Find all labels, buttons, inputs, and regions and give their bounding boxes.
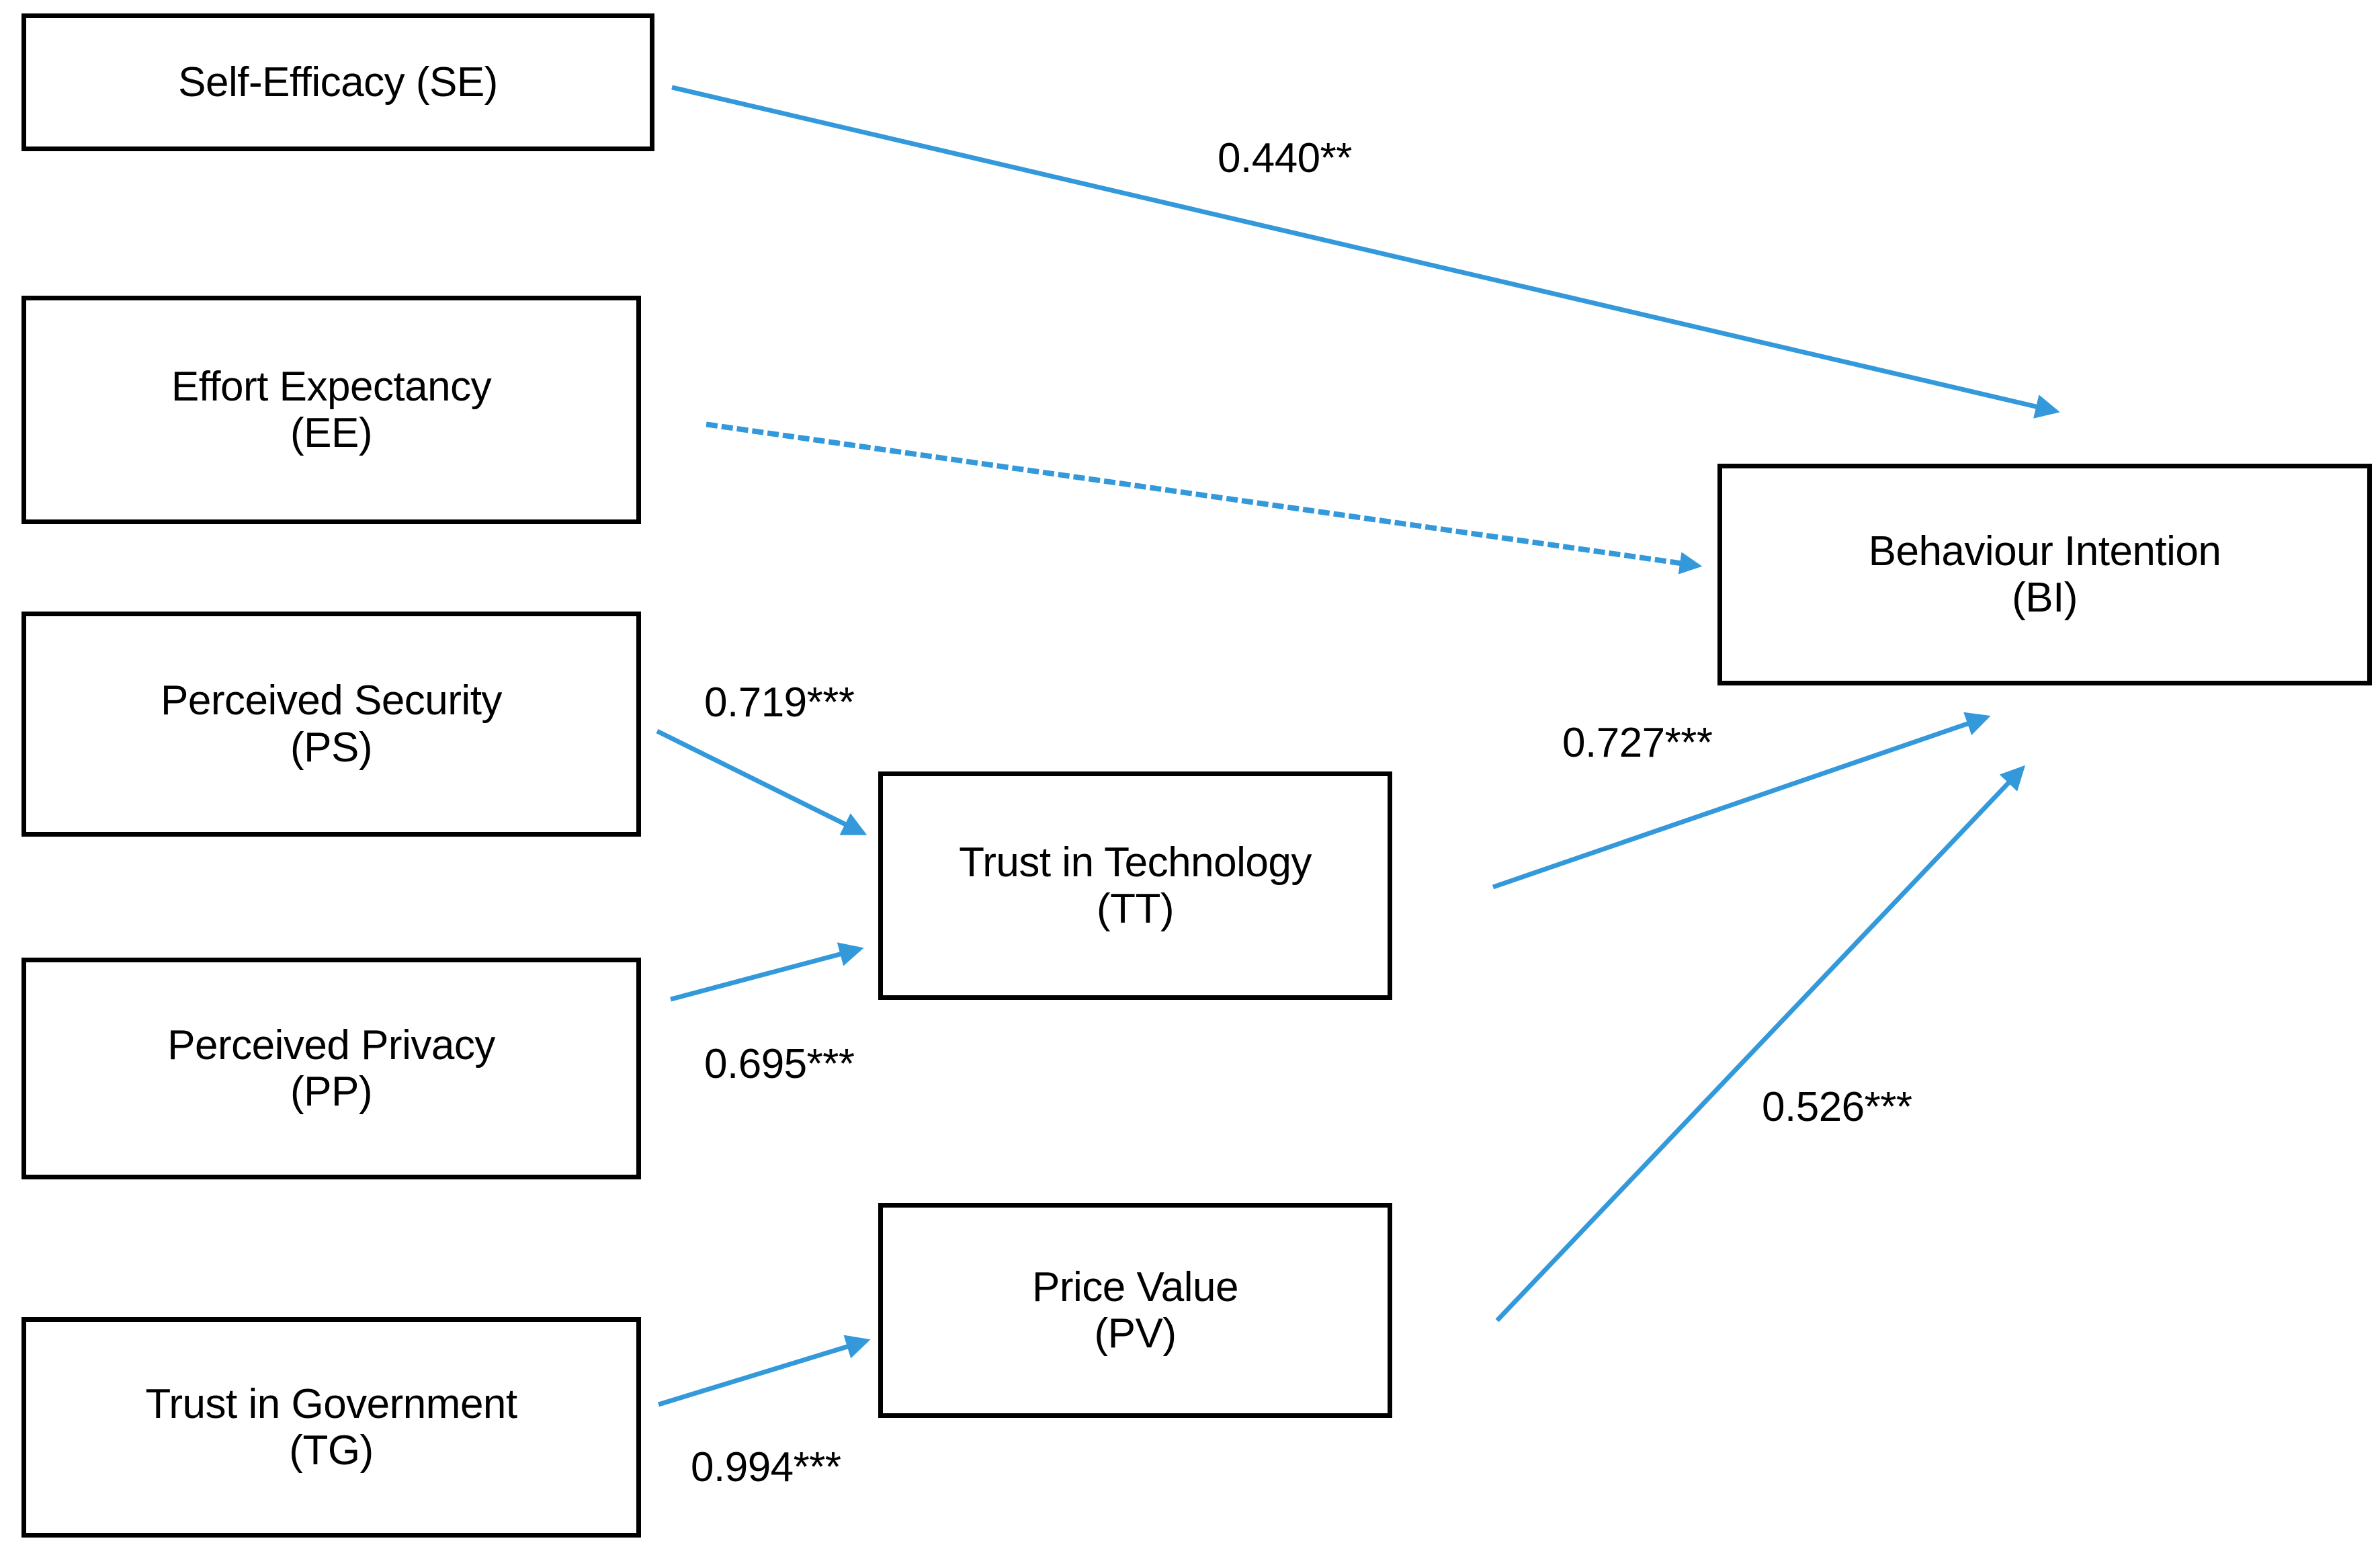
path-coefficient-ps-tt: 0.719*** [704, 679, 855, 726]
construct-box-tg[interactable]: Trust in Government(TG) [22, 1317, 641, 1538]
construct-label-primary: Perceived Security [161, 677, 502, 724]
path-coefficient-tg-pv: 0.994*** [691, 1444, 841, 1491]
construct-label-primary: Price Value [1032, 1263, 1238, 1310]
construct-label-primary: Trust in Technology [959, 839, 1312, 886]
path-arrow-tg-pv[interactable] [657, 1335, 871, 1407]
construct-label-abbrev: (TT) [1096, 886, 1175, 932]
construct-box-se[interactable]: Self-Efficacy (SE) [22, 13, 654, 151]
construct-box-ee[interactable]: Effort Expectancy(EE) [22, 296, 641, 524]
construct-box-pv[interactable]: Price Value(PV) [878, 1203, 1392, 1418]
construct-label-primary: Perceived Privacy [167, 1021, 495, 1068]
path-coefficient-se-bi: 0.440** [1218, 135, 1352, 181]
construct-label-primary: Trust in Government [145, 1380, 517, 1427]
path-arrow-ps-tt[interactable] [656, 728, 867, 836]
construct-label-primary: Effort Expectancy [171, 363, 492, 410]
path-arrow-ee-bi[interactable] [706, 421, 1703, 575]
path-coefficient-pp-tt: 0.695*** [704, 1041, 855, 1087]
path-arrow-pv-bi[interactable] [1495, 765, 2026, 1323]
construct-box-pp[interactable]: Perceived Privacy(PP) [22, 958, 641, 1179]
path-arrow-se-bi[interactable] [671, 85, 2060, 419]
construct-box-ps[interactable]: Perceived Security(PS) [22, 612, 641, 837]
construct-label-abbrev: (EE) [290, 410, 373, 456]
construct-label-abbrev: (PV) [1094, 1310, 1177, 1357]
construct-label-abbrev: (PP) [290, 1068, 373, 1115]
path-coefficient-pv-bi: 0.526*** [1762, 1084, 1912, 1130]
path-coefficient-tt-bi: 0.727*** [1562, 720, 1713, 766]
construct-label-primary: Behaviour Intention [1868, 528, 2221, 575]
construct-label-abbrev: (PS) [290, 724, 373, 771]
construct-label-primary: Self-Efficacy (SE) [178, 58, 498, 106]
construct-box-bi[interactable]: Behaviour Intention(BI) [1717, 464, 2372, 685]
path-arrow-pp-tt[interactable] [670, 942, 864, 1002]
construct-label-abbrev: (BI) [2012, 575, 2078, 621]
construct-box-tt[interactable]: Trust in Technology(TT) [878, 771, 1392, 1000]
construct-label-abbrev: (TG) [289, 1427, 374, 1474]
